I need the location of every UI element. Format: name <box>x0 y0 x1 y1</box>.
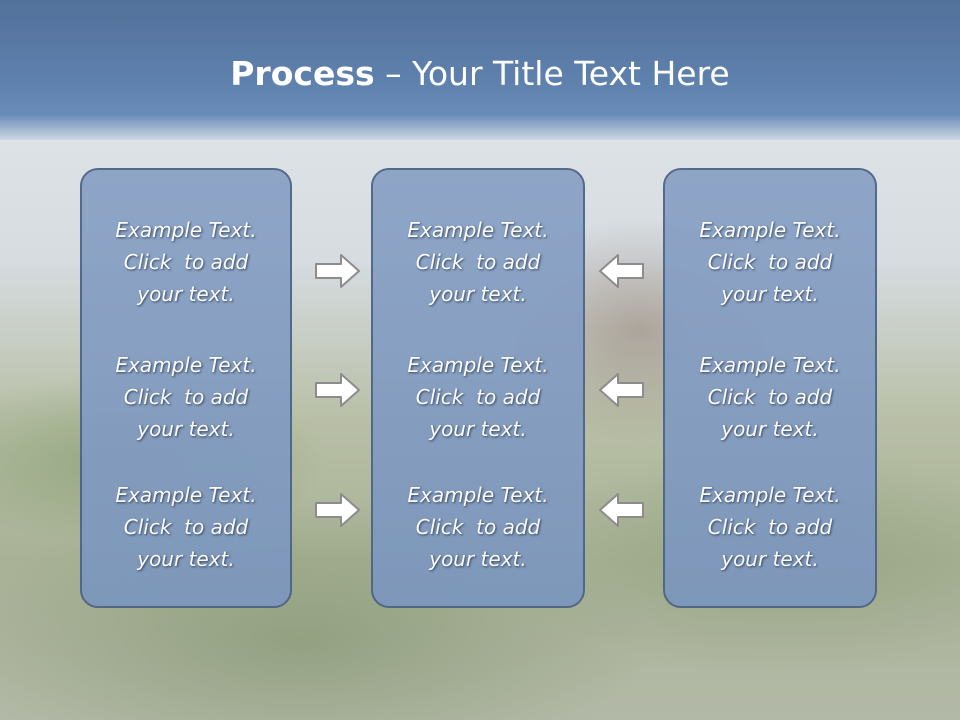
text-block[interactable]: Example Text. Click to add your text. <box>665 214 875 310</box>
title-band: Process – Your Title Text Here <box>0 0 960 140</box>
arrow-left-icon[interactable] <box>596 370 646 410</box>
arrow-right-icon[interactable] <box>313 251 363 291</box>
text-block[interactable]: Example Text. Click to add your text. <box>82 214 290 310</box>
arrow-left-icon[interactable] <box>596 490 646 530</box>
text-line: your text. <box>137 282 235 306</box>
text-line: Example Text. <box>115 353 257 377</box>
text-line: Click to add <box>123 250 249 274</box>
text-line: your text. <box>429 417 527 441</box>
process-box-center[interactable]: Example Text. Click to add your text. Ex… <box>371 168 585 608</box>
text-line: Example Text. <box>699 353 841 377</box>
text-line: Example Text. <box>407 353 549 377</box>
text-line: your text. <box>721 282 819 306</box>
text-line: your text. <box>429 547 527 571</box>
arrow-right-icon[interactable] <box>313 490 363 530</box>
text-line: Click to add <box>707 515 833 539</box>
arrow-right-icon[interactable] <box>313 370 363 410</box>
text-line: your text. <box>429 282 527 306</box>
text-block[interactable]: Example Text. Click to add your text. <box>665 349 875 445</box>
title-rest: – Your Title Text Here <box>374 54 730 93</box>
text-line: your text. <box>137 547 235 571</box>
text-line: Click to add <box>707 250 833 274</box>
text-line: Example Text. <box>407 218 549 242</box>
text-line: Example Text. <box>699 218 841 242</box>
process-box-left[interactable]: Example Text. Click to add your text. Ex… <box>80 168 292 608</box>
text-line: Example Text. <box>407 483 549 507</box>
text-block[interactable]: Example Text. Click to add your text. <box>665 479 875 575</box>
text-line: Example Text. <box>115 218 257 242</box>
text-line: Click to add <box>415 250 541 274</box>
text-block[interactable]: Example Text. Click to add your text. <box>373 349 583 445</box>
text-block[interactable]: Example Text. Click to add your text. <box>373 214 583 310</box>
text-block[interactable]: Example Text. Click to add your text. <box>82 479 290 575</box>
text-block[interactable]: Example Text. Click to add your text. <box>82 349 290 445</box>
text-line: Click to add <box>123 515 249 539</box>
text-line: Click to add <box>123 385 249 409</box>
text-line: your text. <box>137 417 235 441</box>
slide-title[interactable]: Process – Your Title Text Here <box>0 52 960 96</box>
process-box-right[interactable]: Example Text. Click to add your text. Ex… <box>663 168 877 608</box>
text-block[interactable]: Example Text. Click to add your text. <box>373 479 583 575</box>
title-bold: Process <box>230 54 375 93</box>
text-line: your text. <box>721 547 819 571</box>
text-line: Click to add <box>415 515 541 539</box>
text-line: Click to add <box>707 385 833 409</box>
arrow-left-icon[interactable] <box>596 251 646 291</box>
text-line: Example Text. <box>115 483 257 507</box>
text-line: Click to add <box>415 385 541 409</box>
text-line: your text. <box>721 417 819 441</box>
text-line: Example Text. <box>699 483 841 507</box>
